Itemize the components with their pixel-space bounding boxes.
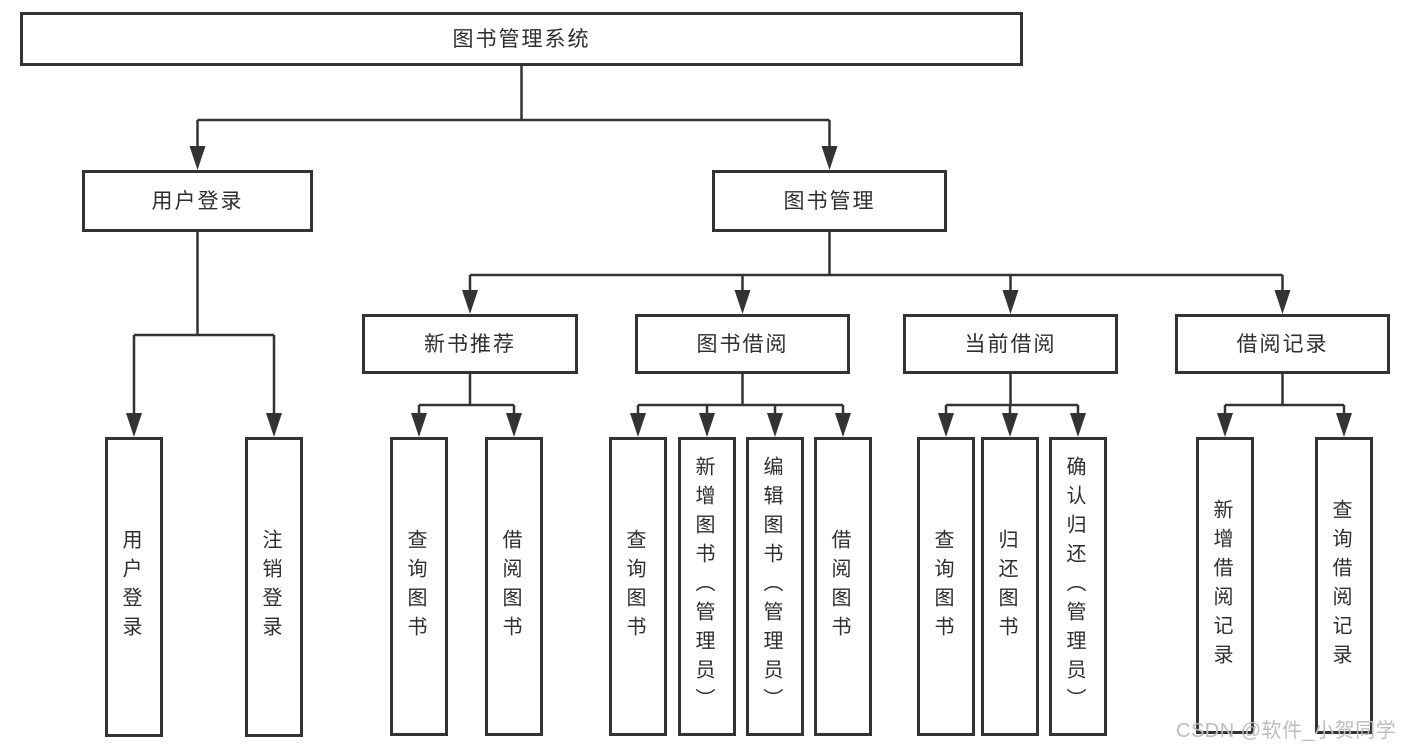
leaf-edit-books-admin-label: 编辑图书（管理员） (760, 456, 782, 717)
leaf-logout: 注销登录 (245, 437, 303, 737)
leaf-confirm-return-admin-label: 确认归还（管理员） (1063, 456, 1085, 717)
node-borrow-records: 借阅记录 (1175, 314, 1390, 374)
node-current-borrow: 当前借阅 (903, 314, 1118, 374)
node-book-management: 图书管理 (712, 170, 947, 232)
leaf-borrow-books-recommend: 借阅图书 (485, 437, 543, 736)
node-root-system: 图书管理系统 (20, 12, 1023, 66)
node-user-login: 用户登录 (82, 170, 313, 232)
leaf-edit-books-admin: 编辑图书（管理员） (746, 437, 804, 736)
leaf-query-books-recommend: 查询图书 (390, 437, 448, 736)
leaf-return-books: 归还图书 (981, 437, 1039, 736)
leaf-add-borrow-record: 新增借阅记录 (1196, 437, 1254, 734)
node-borrow-records-label: 借阅记录 (1236, 332, 1329, 356)
leaf-query-books-recommend-label: 查询图书 (404, 528, 426, 645)
leaf-query-borrow-record: 查询借阅记录 (1315, 437, 1373, 734)
arrowheads (126, 146, 1352, 437)
leaf-return-books-label: 归还图书 (995, 528, 1017, 645)
csdn-watermark: CSDN @软件_小贺同学 (1176, 720, 1397, 742)
leaf-query-books-current: 查询图书 (917, 437, 975, 736)
node-root-label: 图书管理系统 (452, 27, 591, 51)
leaf-add-borrow-record-label: 新增借阅记录 (1210, 498, 1232, 673)
leaf-add-books-admin-label: 新增图书（管理员） (692, 456, 714, 717)
leaf-borrow-books: 借阅图书 (814, 437, 872, 736)
leaf-add-books-admin: 新增图书（管理员） (678, 437, 736, 736)
node-user-login-label: 用户登录 (151, 189, 244, 213)
node-current-borrow-label: 当前借阅 (964, 332, 1057, 356)
node-new-book-recommend-label: 新书推荐 (424, 332, 516, 356)
leaf-borrow-books-recommend-label: 借阅图书 (499, 528, 521, 645)
leaf-user-login: 用户登录 (105, 437, 163, 737)
leaf-logout-label: 注销登录 (259, 529, 281, 645)
leaf-user-login-label: 用户登录 (119, 529, 141, 645)
leaf-confirm-return-admin: 确认归还（管理员） (1049, 437, 1107, 736)
leaf-query-books-current-label: 查询图书 (931, 528, 953, 645)
node-book-borrow: 图书借阅 (635, 314, 850, 374)
node-book-borrow-label: 图书借阅 (696, 332, 789, 356)
leaf-query-books-borrow-label: 查询图书 (623, 528, 645, 645)
node-new-book-recommend: 新书推荐 (362, 314, 578, 374)
leaf-query-borrow-record-label: 查询借阅记录 (1329, 498, 1351, 673)
leaf-borrow-books-label: 借阅图书 (828, 528, 850, 645)
node-book-management-label: 图书管理 (783, 189, 876, 213)
leaf-query-books-borrow: 查询图书 (609, 437, 667, 736)
